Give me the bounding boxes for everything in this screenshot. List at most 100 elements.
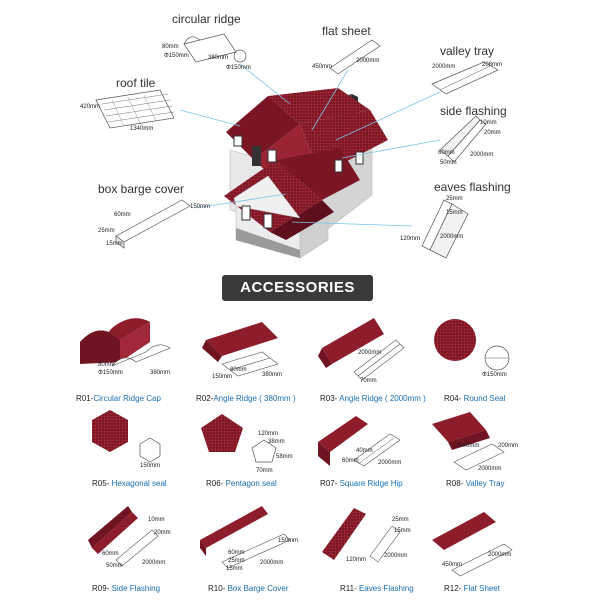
r12-illustration — [432, 512, 513, 577]
dim-label: 2000mm — [478, 466, 502, 472]
dim-label: 80mm — [230, 367, 247, 373]
dim-label: 15mm — [106, 241, 123, 247]
r06-illustration — [201, 414, 277, 463]
dim-label: 150mm — [190, 204, 211, 210]
dim-label: 70mm — [256, 468, 273, 474]
r01-illustration — [80, 318, 171, 367]
dim-label: 25mm — [98, 228, 115, 234]
dim-label: 80mm — [162, 44, 179, 50]
caption-r03: R03- Angle Ridge ( 2000mm ) — [320, 394, 426, 403]
dim-label: 2000mm — [384, 553, 408, 559]
dim-label: Φ150mm — [482, 372, 507, 378]
label-roof-tile: roof tile — [116, 76, 156, 90]
dim-label: 2000mm — [432, 64, 456, 70]
dim-label: 150mm — [212, 374, 233, 380]
house-illustration — [224, 88, 388, 259]
dim-label: 15mm — [394, 528, 411, 534]
dim-label: 150mm — [278, 538, 299, 544]
dim-label: 58mm — [276, 454, 293, 460]
dim-label: 2000mm — [142, 560, 166, 566]
dim-label: 450mm — [442, 562, 463, 568]
roof-tile-illustration — [95, 89, 175, 129]
caption-r09: R09- Side Flashing — [92, 584, 161, 593]
label-box-barge-cover: box barge cover — [98, 182, 185, 196]
dim-label: Φ150mm — [226, 65, 251, 71]
dim-label: 2000mm — [456, 443, 480, 449]
caption-r10: R10- Box Barge Cover — [208, 584, 289, 593]
dim-label: 380mm — [262, 372, 283, 378]
dim-label: 2000mm — [356, 58, 380, 64]
caption-r05: R05- Hexagonal seal — [92, 479, 167, 488]
label-eaves-flashing: eaves flashing — [434, 180, 511, 194]
label-valley-tray: valley tray — [440, 44, 495, 58]
dim-label: 2000mm — [488, 552, 512, 558]
dim-label: 60mm — [102, 551, 119, 557]
dim-label: 450mm — [312, 64, 333, 70]
dim-label: 2000mm — [358, 350, 382, 356]
r09-illustration — [88, 506, 159, 567]
caption-r02: R02-Angle Ridge ( 380mm ) — [196, 394, 296, 403]
dim-label: 208mm — [482, 62, 503, 68]
dim-label: 50mm — [440, 160, 457, 166]
r03-illustration — [318, 318, 405, 381]
r07-illustration — [318, 416, 401, 467]
r11-illustration — [322, 508, 401, 563]
dim-label: 15mm — [226, 566, 243, 572]
caption-r12: R12- Flat Sheet — [444, 584, 501, 593]
side-flashing-illustration — [439, 115, 487, 163]
dim-label: 25mm — [446, 196, 463, 202]
dim-label: 2000mm — [440, 234, 464, 240]
dim-label: 38mm — [268, 439, 285, 445]
dim-label: 2000mm — [378, 460, 402, 466]
dim-label: Φ150mm — [164, 53, 189, 59]
dim-label: 25mm — [392, 517, 409, 523]
dim-label: 25mm — [228, 558, 245, 564]
dim-label: 20mm — [484, 130, 501, 136]
dim-label: 420mm — [80, 104, 101, 110]
dim-label: 10mm — [148, 517, 165, 523]
dim-label: 120mm — [346, 557, 367, 563]
caption-r07: R07- Square Ridge Hip — [320, 479, 403, 488]
dim-label: 70mm — [360, 378, 377, 384]
caption-r06: R06- Pentagon seal — [206, 479, 277, 488]
dim-label: 200mm — [498, 443, 519, 449]
flat-sheet-illustration — [329, 39, 381, 75]
circular-ridge-illustration — [183, 33, 247, 63]
dim-label: 380mm — [150, 370, 171, 376]
dim-label: 60mm — [438, 150, 455, 156]
label-flat-sheet: flat sheet — [322, 24, 371, 38]
dim-label: 20mm — [154, 530, 171, 536]
dim-label: 380mm — [208, 55, 229, 61]
leader-lines — [179, 63, 441, 227]
box-barge-cover-illustration — [115, 199, 191, 249]
caption-r11: R11- Eaves Flashing — [340, 584, 414, 593]
accessories-banner: ACCESSORIES — [222, 275, 373, 301]
dim-label: 1340mm — [130, 126, 154, 132]
caption-r04: R04- Round Seal — [444, 394, 506, 403]
dim-label: Φ150mm — [98, 370, 123, 376]
r10-illustration — [200, 506, 291, 569]
dim-label: 40mm — [356, 448, 373, 454]
label-side-flashing: side flashing — [440, 104, 507, 118]
dim-label: 60mm — [114, 212, 131, 218]
r05-illustration — [92, 410, 161, 463]
r02-illustration — [202, 322, 279, 377]
dim-label: 80mm — [98, 362, 115, 368]
dim-label: 60mm — [228, 550, 245, 556]
dim-label: 2000mm — [470, 152, 494, 158]
valley-tray-illustration — [431, 61, 499, 95]
dim-label: 50mm — [106, 563, 123, 569]
eaves-flashing-illustration — [421, 199, 469, 259]
dim-label: 2000mm — [260, 560, 284, 566]
dim-label: 60mm — [342, 458, 359, 464]
r08-illustration — [432, 412, 505, 471]
r04-illustration — [434, 319, 510, 371]
dim-label: 120mm — [400, 236, 421, 242]
dim-label: 120mm — [258, 431, 279, 437]
caption-r01: R01-Circular Ridge Cap — [76, 394, 161, 403]
dim-label: 15mm — [446, 210, 463, 216]
dim-label: 150mm — [140, 463, 161, 469]
label-circular-ridge: circular ridge — [172, 12, 241, 26]
caption-r08: R08- Valley Tray — [446, 479, 505, 488]
